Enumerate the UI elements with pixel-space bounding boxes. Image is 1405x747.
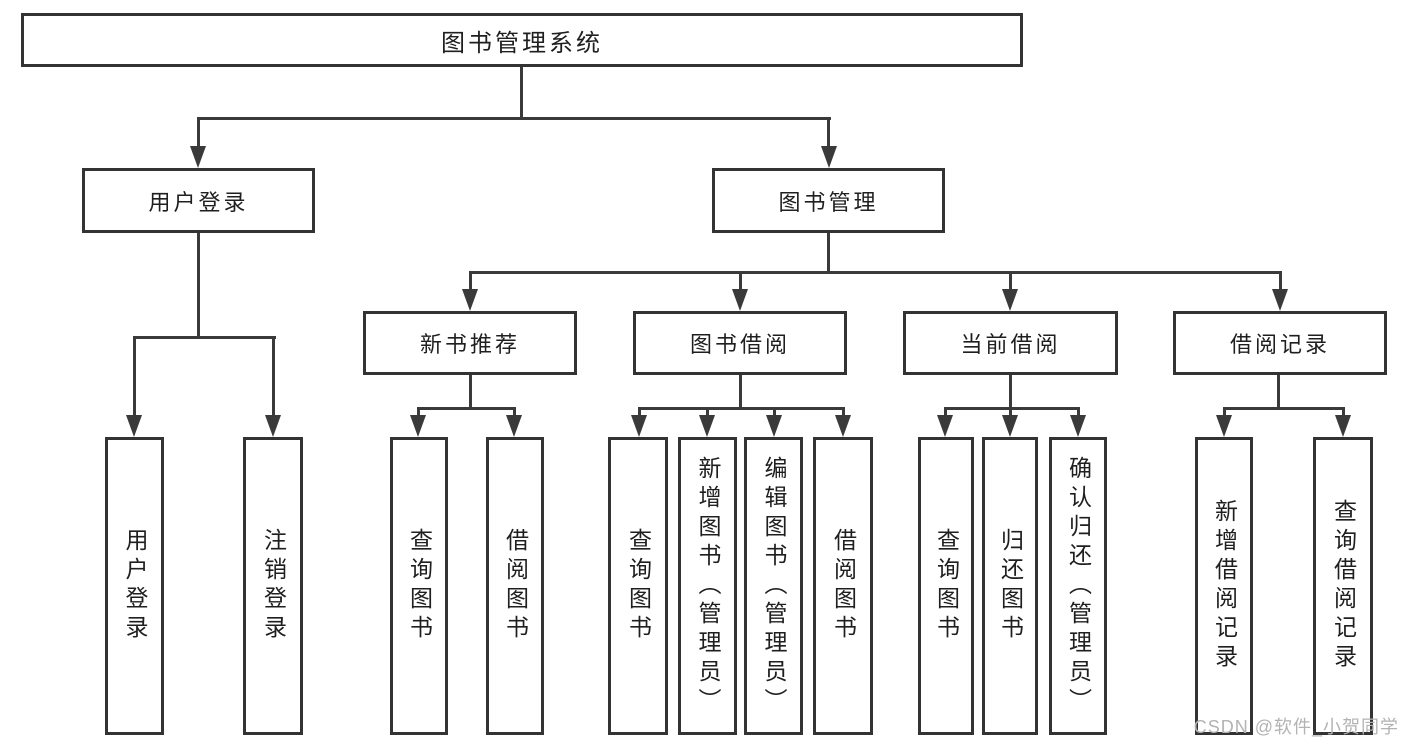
connector-root-trunk (520, 67, 523, 120)
arrow-down-icon (821, 146, 837, 168)
connector-stem-leaf (944, 407, 947, 417)
leaf-return-book: 归还图书 (982, 437, 1038, 735)
leaf-logout: 注销登录 (243, 437, 303, 735)
leaf-query-book-current: 查询图书 (918, 437, 974, 735)
connector-stem-leaf (773, 407, 776, 417)
leaf-user-login: 用户登录 (105, 437, 164, 735)
leaf-query-book-borrow: 查询图书 (608, 437, 668, 735)
connector-book-borrow-trunk (739, 375, 742, 409)
arrow-down-icon (699, 415, 715, 437)
leaf-borrow-book: 借阅图书 (813, 437, 873, 735)
connector-book-borrow-rail (638, 407, 845, 410)
arrow-down-icon (937, 415, 953, 437)
connector-stem-leaf (1077, 407, 1080, 417)
connector-stem-borrow-record (1279, 271, 1282, 291)
arrow-down-icon (1002, 415, 1018, 437)
csdn-watermark: CSDN @软件_小贺同学 (1193, 717, 1399, 737)
arrow-down-icon (462, 289, 478, 311)
connector-borrow-record-rail (1223, 407, 1345, 410)
connector-stem-book-management (827, 117, 830, 148)
node-borrow-record: 借阅记录 (1173, 311, 1387, 375)
arrow-down-icon (732, 289, 748, 311)
connector-stem-leaf (1009, 407, 1012, 417)
connector-borrow-record-trunk (1277, 375, 1280, 409)
arrow-down-icon (1335, 415, 1351, 437)
arrow-down-icon (265, 415, 281, 437)
connector-stem-leaf (638, 407, 641, 417)
connector-root-rail (197, 117, 831, 120)
connector-stem-current-borrow (1009, 271, 1012, 291)
arrow-down-icon (1070, 415, 1086, 437)
leaf-add-book-admin: 新增图书（管理员） (678, 437, 737, 735)
arrow-down-icon (506, 415, 522, 437)
connector-new-book-rail (417, 407, 516, 410)
leaf-borrow-book-recommend: 借阅图书 (486, 437, 544, 735)
node-root: 图书管理系统 (21, 13, 1023, 67)
arrow-down-icon (126, 415, 142, 437)
connector-stem-leaf (1223, 407, 1226, 417)
connector-stem-leaf (513, 407, 516, 417)
connector-current-borrow-rail (944, 407, 1080, 410)
arrow-down-icon (835, 415, 851, 437)
node-new-book-recommend: 新书推荐 (363, 311, 577, 375)
leaf-add-borrow-record: 新增借阅记录 (1195, 437, 1253, 735)
connector-stem-leaf (706, 407, 709, 417)
connector-stem-user-login (197, 117, 200, 148)
leaf-edit-book-admin: 编辑图书（管理员） (744, 437, 803, 735)
connector-stem-new-book-recommend (469, 271, 472, 291)
leaf-query-borrow-record: 查询借阅记录 (1313, 437, 1373, 735)
arrow-down-icon (410, 415, 426, 437)
arrow-down-icon (631, 415, 647, 437)
connector-stem-leaf-logout (272, 336, 275, 417)
connector-user-login-trunk (197, 233, 200, 339)
leaf-confirm-return-admin: 确认归还（管理员） (1049, 437, 1107, 735)
node-current-borrow: 当前借阅 (903, 311, 1118, 375)
connector-stem-leaf (842, 407, 845, 417)
arrow-down-icon (1002, 289, 1018, 311)
node-book-management: 图书管理 (712, 168, 945, 233)
arrow-down-icon (190, 146, 206, 168)
node-user-login: 用户登录 (82, 168, 315, 233)
arrow-down-icon (1216, 415, 1232, 437)
connector-current-borrow-trunk (1009, 375, 1012, 409)
arrow-down-icon (766, 415, 782, 437)
arrow-down-icon (1272, 289, 1288, 311)
connector-new-book-trunk (469, 375, 472, 409)
connector-stem-leaf (417, 407, 420, 417)
node-book-borrow: 图书借阅 (633, 311, 847, 375)
connector-stem-leaf-user-login (133, 336, 136, 417)
connector-stem-leaf (1342, 407, 1345, 417)
connector-book-management-trunk (827, 233, 830, 274)
connector-book-management-rail (469, 271, 1282, 274)
connector-user-login-rail (133, 336, 276, 339)
connector-stem-book-borrow (739, 271, 742, 291)
leaf-query-book-recommend: 查询图书 (390, 437, 448, 735)
